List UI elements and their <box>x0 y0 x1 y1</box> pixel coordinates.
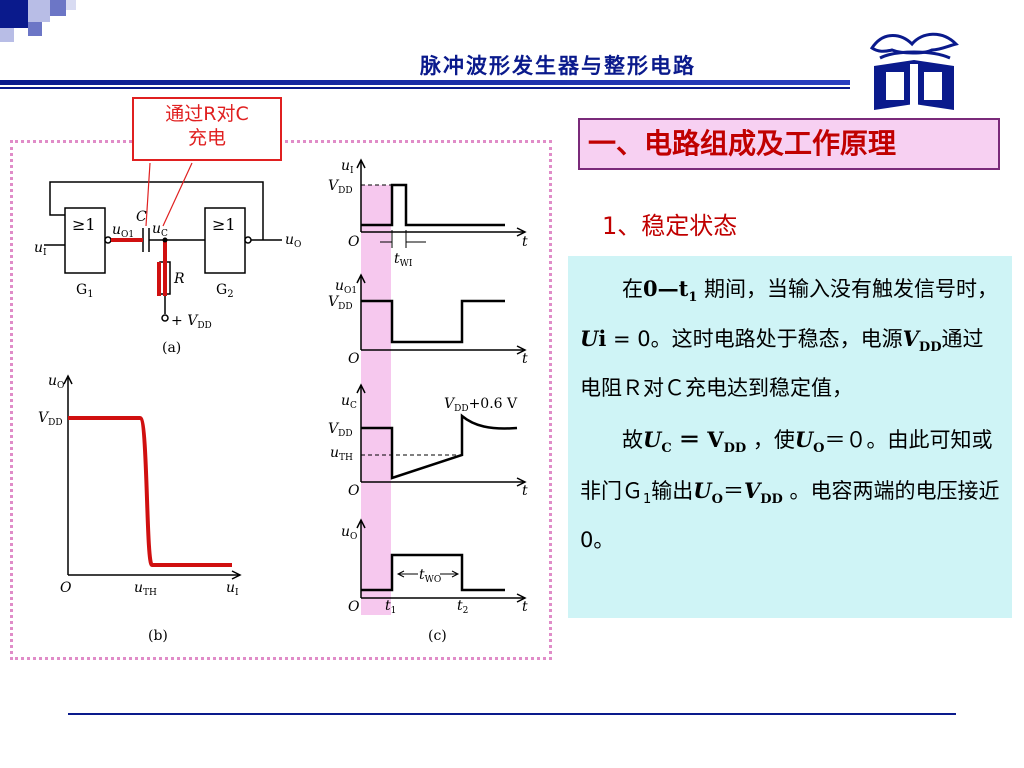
t-axis-1: t <box>522 234 528 250</box>
stable-state-highlight <box>361 185 391 615</box>
vdd-plus-06-label: VDD+0.6 V <box>444 396 518 414</box>
t-axis-3: t <box>522 483 528 499</box>
paragraph-conclusion: 故UC ＝ VDD ，使UO＝０。由此可知或非门Ｇ1输出UO＝VDD 。电容两端… <box>580 427 1000 552</box>
uc-label: uC <box>152 221 168 239</box>
figure-c-label: (c) <box>428 628 447 644</box>
gate1-symbol: ≥1 <box>72 215 96 234</box>
uo1-label: uO1 <box>112 222 134 240</box>
vdd-supply-label: + VDD <box>171 313 212 331</box>
t2-label: t2 <box>457 598 468 616</box>
gate2-label: G2 <box>216 282 234 300</box>
paragraph-stable-state: 在0—t1 期间，当输入没有触发信号时，Ui = 0。这时电路处于稳态，电源VD… <box>580 276 999 401</box>
output-label: uO <box>285 232 301 250</box>
origin-c2: O <box>348 351 360 367</box>
two-label: tWO <box>419 567 441 585</box>
explanation-box: 在0—t1 期间，当输入没有触发信号时，Ui = 0。这时电路处于稳态，电源VD… <box>568 256 1012 618</box>
header-square-6 <box>66 0 76 10</box>
header-square-3 <box>50 0 66 16</box>
figure-a-label: (a) <box>162 340 181 356</box>
callout-line-2: 充电 <box>187 127 226 149</box>
circuit-figure: ≥1 ≥1 G1 G2 uI uO uO1 C uC R + VDD (a) u… <box>34 158 528 644</box>
header-rule <box>0 87 850 89</box>
uc-wave-label: uC <box>341 393 357 411</box>
resistor-label: R <box>173 271 185 287</box>
input-label: uI <box>34 240 47 258</box>
origin-c3: O <box>348 483 360 499</box>
vdd-level-label: VDD <box>38 410 63 428</box>
callout-line-1: 通过R对C <box>165 103 249 125</box>
ui-vdd-label: VDD <box>328 178 353 196</box>
origin-c4: O <box>348 599 360 615</box>
origin-c1: O <box>348 234 360 250</box>
t-axis-4: t <box>522 599 528 615</box>
uth-label: uTH <box>134 580 157 598</box>
ui-wave-label: uI <box>341 158 354 176</box>
uo1-vdd-label: VDD <box>328 294 353 312</box>
uc-uth-label: uTH <box>330 445 353 463</box>
header-square-2 <box>28 0 50 22</box>
header-square-4 <box>28 22 42 36</box>
gate2-symbol: ≥1 <box>212 215 236 234</box>
university-logo-icon <box>869 32 959 110</box>
ui-axis-label: uI <box>226 580 239 598</box>
uc-vdd-label: VDD <box>328 421 353 439</box>
page-title: 脉冲波形发生器与整形电路 <box>420 53 696 78</box>
origin-b: O <box>60 580 72 596</box>
header-square-5 <box>0 28 14 42</box>
subheading: 1、稳定状态 <box>602 212 738 240</box>
header-square-1 <box>0 0 28 28</box>
uo1-wave-label: uO1 <box>335 278 357 296</box>
figure-b-label: (b) <box>148 628 168 644</box>
t-axis-2: t <box>522 351 528 367</box>
uo-wave-label: uO <box>341 524 357 542</box>
gate1-label: G1 <box>76 282 94 300</box>
section-heading: 一、电路组成及工作原理 <box>578 118 1000 170</box>
uo-axis-label: uO <box>48 373 64 391</box>
twi-label: tWI <box>394 251 413 269</box>
t1-label: t1 <box>385 598 396 616</box>
footer-rule <box>68 713 956 715</box>
capacitor-label: C <box>136 209 147 225</box>
charge-callout: 通过R对C 充电 <box>132 97 282 161</box>
header-bar <box>0 80 850 85</box>
